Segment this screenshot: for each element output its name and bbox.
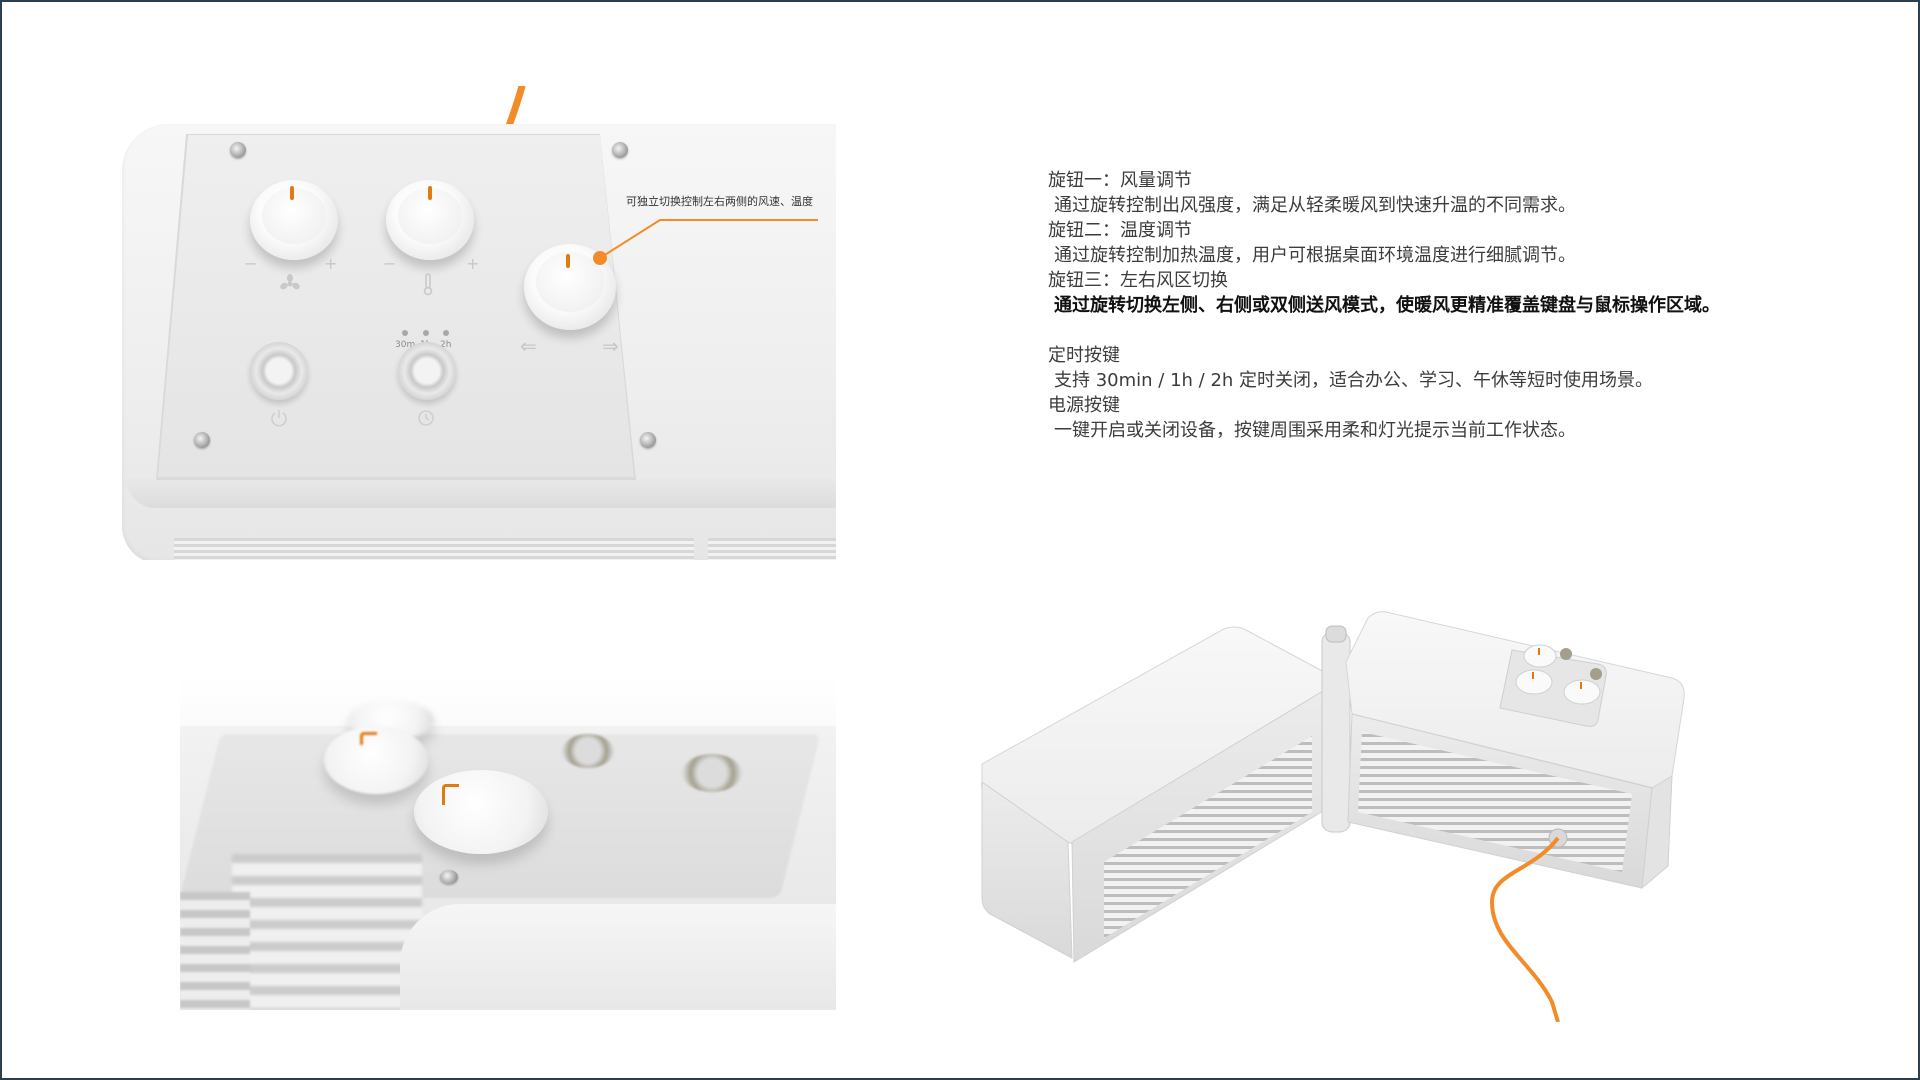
- knob1-title: 旋钮一：风量调节: [1048, 170, 1192, 191]
- timer-button[interactable]: [398, 342, 456, 400]
- thermometer-icon: [423, 273, 433, 296]
- feature-description: 旋钮一：风量调节 通过旋转控制出风强度，满足从轻柔暖风到快速升温的不同需求。 旋…: [1048, 168, 1848, 443]
- timer-indicator-2h: [443, 330, 449, 336]
- power-icon: [271, 410, 287, 427]
- clock-icon: [418, 410, 434, 426]
- vent-grille: [232, 854, 422, 1010]
- control-panel-closeup: − + − + ⇐ ⇒ 30m 1h 2h: [118, 86, 836, 560]
- knob1-body: 通过旋转控制出风强度，满足从轻柔暖风到快速升温的不同需求。: [1054, 195, 1576, 216]
- timer-body: 支持 30min / 1h / 2h 定时关闭，适合办公、学习、午休等短时使用场…: [1054, 370, 1654, 391]
- perspective-closeup: [180, 674, 836, 1010]
- power-button[interactable]: [250, 342, 308, 400]
- timer-label-2h: 2h: [440, 340, 452, 350]
- screw-icon: [194, 432, 210, 448]
- timer-indicator-30m: [402, 330, 408, 336]
- screw-icon: [440, 870, 458, 884]
- arrow-left-icon: ⇐: [520, 334, 537, 358]
- plus-icon: +: [324, 254, 338, 273]
- vent-grille: [180, 892, 250, 1010]
- device-edge: [400, 904, 836, 1010]
- knob3-title: 旋钮三：左右风区切换: [1048, 270, 1228, 291]
- minus-icon: −: [244, 254, 258, 273]
- wind-zone-knob: [414, 770, 548, 854]
- folded-device-render: [972, 602, 1792, 1022]
- plus-icon: +: [466, 254, 480, 273]
- temperature-knob[interactable]: [386, 180, 474, 260]
- knob3-body: 通过旋转切换左侧、右侧或双侧送风模式，使暖风更精准覆盖键盘与鼠标操作区域。: [1054, 295, 1720, 316]
- timer-indicator-1h: [423, 330, 429, 336]
- knob2-title: 旋钮二：温度调节: [1048, 220, 1192, 241]
- fan-icon: [280, 274, 300, 290]
- power-body: 一键开启或关闭设备，按键周围采用柔和灯光提示当前工作状态。: [1054, 420, 1576, 441]
- device-edge: [126, 478, 836, 508]
- temperature-knob: [324, 726, 428, 794]
- vent-grille: [708, 538, 836, 560]
- arrow-right-icon: ⇒: [602, 334, 619, 358]
- callout-text: 可独立切换控制左右两侧的风速、温度: [626, 195, 813, 208]
- screw-icon: [230, 142, 246, 158]
- timer-label-30m: 30m: [395, 340, 416, 350]
- screw-icon: [640, 432, 656, 448]
- timer-title: 定时按键: [1048, 345, 1120, 366]
- airflow-knob[interactable]: [250, 180, 338, 260]
- knob2-body: 通过旋转控制加热温度，用户可根据桌面环境温度进行细腻调节。: [1054, 245, 1576, 266]
- timer-button: [562, 734, 614, 768]
- screw-icon: [612, 142, 628, 158]
- minus-icon: −: [383, 254, 397, 273]
- callout-leader-line: [593, 219, 818, 265]
- power-button: [682, 754, 742, 792]
- device-3d-render: [981, 611, 1685, 1022]
- power-title: 电源按键: [1048, 395, 1120, 416]
- vent-grille: [174, 538, 694, 560]
